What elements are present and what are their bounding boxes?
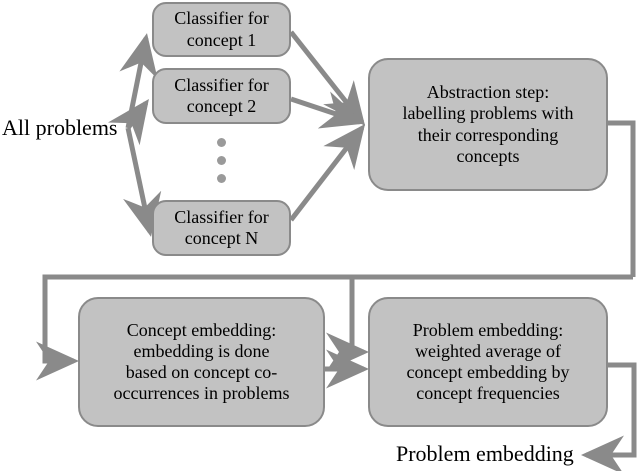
node-classifier-concept-2-line1: Classifier for: [174, 74, 269, 95]
edge-allproblems-to-classifiern: [123, 127, 162, 237]
node-classifier-concept-1-line1: Classifier for: [174, 8, 269, 29]
node-problem-embedding-line1: Problem embedding:: [412, 319, 564, 340]
edge-classifiern-to-abstraction: [289, 124, 366, 222]
node-abstraction-step-line2: labelling problems with: [402, 103, 574, 124]
node-abstraction-step-line1: Abstraction step:: [426, 82, 550, 103]
node-classifier-concept-n[interactable]: Classifier for concept N: [152, 200, 291, 256]
node-concept-embedding-line3: based on concept co-: [125, 362, 278, 382]
node-problem-embedding-line2: weighted average of: [415, 340, 561, 361]
node-abstraction-step[interactable]: Abstraction step: labelling problems wit…: [368, 58, 608, 191]
node-concept-embedding-line2: embedding is done: [133, 340, 270, 361]
node-classifier-concept-1-text: Classifier for concept 1: [160, 8, 283, 50]
edge-allproblems-to-classifier2: [107, 98, 149, 146]
node-concept-embedding[interactable]: Concept embedding: embedding is done bas…: [78, 297, 325, 427]
edge-abstraction-to-bus: [608, 120, 636, 277]
node-concept-embedding-line4: occurrences in problems: [113, 383, 290, 404]
problem-embedding-output-label: Problem embedding: [396, 441, 574, 466]
ellipsis-dot-3: [216, 174, 226, 183]
node-classifier-concept-n-text: Classifier for concept N: [160, 207, 283, 249]
node-abstraction-step-line3: their corresponding: [417, 124, 559, 145]
node-classifier-concept-1-line2: concept 1: [186, 29, 257, 50]
node-problem-embedding[interactable]: Problem embedding: weighted average of c…: [368, 297, 608, 427]
node-abstraction-step-line4: concepts: [456, 145, 520, 166]
node-classifier-concept-2-text: Classifier for concept 2: [160, 75, 283, 117]
node-classifier-concept-n-line2: concept N: [184, 228, 259, 248]
vertical-ellipsis-icon: [216, 138, 226, 183]
all-problems-label: All problems: [2, 115, 118, 140]
node-concept-embedding-line1: Concept embedding:: [126, 319, 277, 340]
ellipsis-dot-1: [216, 138, 226, 147]
node-classifier-concept-2-line2: concept 2: [186, 96, 257, 116]
node-abstraction-step-text: Abstraction step: labelling problems wit…: [376, 82, 600, 167]
node-problem-embedding-text: Problem embedding: weighted average of c…: [376, 320, 600, 405]
edge-classifier2-to-abstraction: [290, 91, 365, 129]
node-problem-embedding-line3: concept embedding by: [406, 362, 570, 382]
node-problem-embedding-line4: concept frequencies: [416, 383, 560, 404]
node-classifier-concept-2[interactable]: Classifier for concept 2: [152, 68, 291, 124]
node-classifier-concept-n-line1: Classifier for: [174, 206, 269, 227]
edge-bus-to-problem-embedding: [326, 277, 370, 372]
edge-allproblems-to-classifier1: [119, 33, 158, 129]
node-classifier-concept-1[interactable]: Classifier for concept 1: [152, 2, 291, 57]
ellipsis-dot-2: [216, 156, 226, 165]
node-concept-embedding-text: Concept embedding: embedding is done bas…: [86, 320, 317, 405]
edge-classifier1-to-abstraction: [289, 30, 366, 126]
